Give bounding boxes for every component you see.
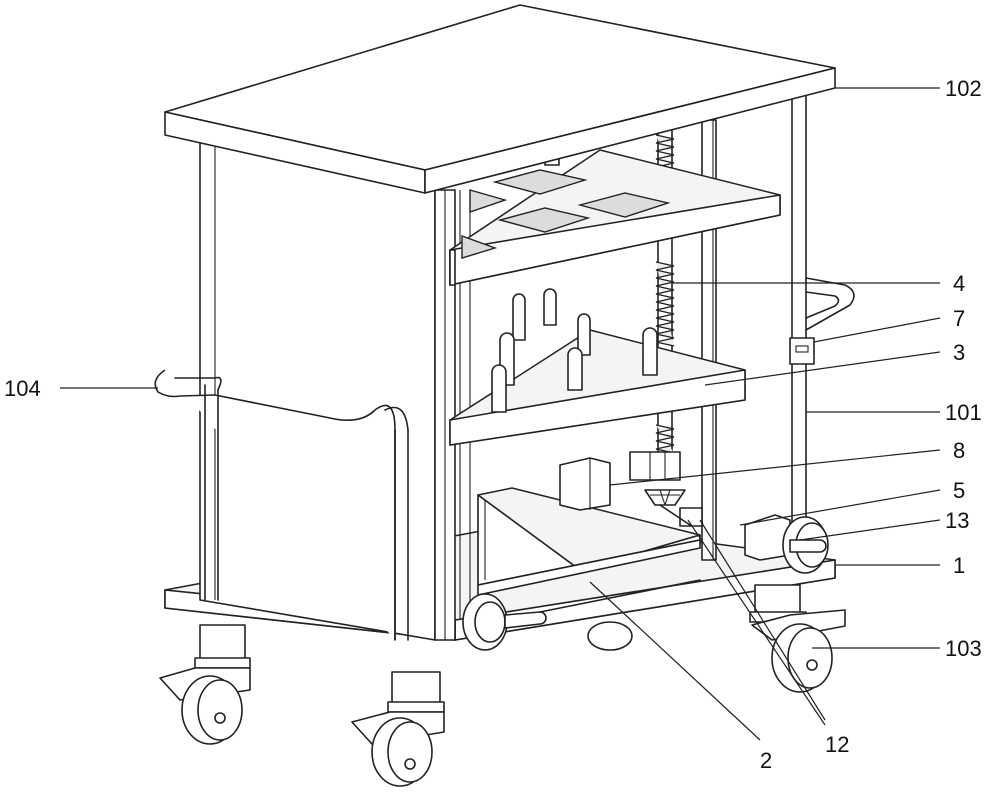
rear-right-post	[701, 94, 807, 561]
bevel-gear	[644, 489, 686, 506]
handwheel-right	[744, 514, 829, 574]
upper-tray	[449, 149, 781, 286]
label-104: 104	[4, 376, 41, 401]
shaft-12	[659, 504, 703, 527]
tray-hole-2	[577, 192, 671, 218]
caster-front-mid	[351, 671, 445, 787]
label-13: 13	[945, 508, 969, 533]
tray-hole-5	[461, 235, 498, 259]
handwheel-front	[462, 579, 701, 651]
left-side-panel	[199, 139, 436, 641]
caster-rear-right	[749, 584, 846, 693]
top-plate	[164, 4, 836, 194]
callout-labels: 102 4 7 3 104 101 8 5 13 1 103 2 12	[4, 76, 982, 773]
switch-box	[789, 337, 815, 365]
screw-nut	[629, 451, 681, 481]
caster-front-left	[159, 624, 251, 745]
label-101: 101	[945, 400, 982, 425]
label-3: 3	[953, 340, 965, 365]
leader-lines	[60, 87, 941, 741]
motor-box	[559, 457, 611, 511]
handle-right	[805, 277, 855, 331]
label-4: 4	[953, 271, 965, 296]
label-12: 12	[825, 732, 849, 757]
label-2: 2	[760, 748, 772, 773]
drawer	[477, 487, 701, 596]
tray-hole-4	[469, 189, 508, 213]
label-1: 1	[953, 553, 965, 578]
caster-rear-hidden	[587, 621, 633, 651]
label-103: 103	[945, 636, 982, 661]
middle-tray	[449, 329, 746, 446]
test-tube-pegs	[491, 288, 658, 413]
label-8: 8	[953, 438, 965, 463]
tray-hole-1	[492, 169, 588, 195]
label-5: 5	[953, 478, 965, 503]
tray-hole-3	[497, 207, 591, 233]
label-7: 7	[953, 306, 965, 331]
handle-left	[154, 369, 409, 641]
label-102: 102	[945, 76, 982, 101]
